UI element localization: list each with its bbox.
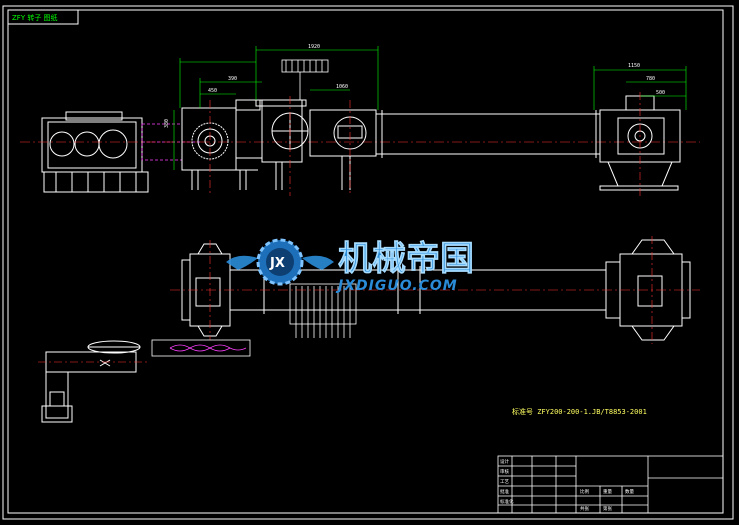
dim-1060: 1060: [336, 84, 348, 90]
tb-cell-3: 共张: [580, 505, 589, 512]
top-vertical-centerlines: [209, 92, 641, 196]
tb-cell-8: 批准: [500, 488, 509, 495]
gearbox-front-view: [41, 111, 149, 193]
spec-note: 标准号 ZFY200-200-1.JB/T8853-2001: [512, 407, 647, 416]
dim-500: 500: [656, 90, 665, 96]
watermark-wing-left: [226, 255, 258, 270]
inlet-manifold: [281, 59, 329, 100]
title-block: [497, 455, 724, 514]
dim-390: 390: [228, 76, 237, 82]
dim-450: 450: [208, 88, 217, 94]
corner-tag-frame: [7, 9, 79, 25]
shaft-detail: [151, 339, 251, 357]
tb-cell-9: 标准化: [500, 498, 514, 505]
dim-1150: 1150: [628, 63, 640, 69]
top-dimensions: [173, 46, 687, 170]
watermark-site: JXDIGUO.COM: [335, 278, 458, 294]
dim-1920: 1920: [308, 44, 320, 50]
tb-cell-2: 数量: [625, 488, 634, 495]
title-block-labels: 比例 重量 数量 共张 第张 设计 审核 工艺 批准 标准化: [500, 458, 634, 512]
conveyor-tube-top: [376, 110, 600, 158]
tb-cell-6: 审核: [500, 468, 509, 475]
sheet-outer-border: [2, 5, 734, 520]
watermark-logo: JX 机械帝国 JXDIGUO.COM: [226, 238, 474, 294]
plan-feeder-pipes: [289, 283, 357, 338]
corner-tag-text: ZFY 转子 图纸: [12, 13, 58, 22]
watermark-wing-right: [302, 255, 334, 270]
drive-side-view: [41, 340, 141, 423]
dim-780: 780: [646, 76, 655, 82]
drive-gear: [181, 107, 237, 190]
plan-vertical-centerlines: [209, 236, 653, 344]
rotor-housing: [235, 99, 377, 190]
tb-cell-1: 重量: [603, 488, 612, 495]
tb-cell-5: 设计: [500, 458, 509, 465]
tb-cell-0: 比例: [580, 488, 589, 495]
watermark-badge-letters: JX: [269, 256, 285, 271]
watermark-title: 机械帝国: [338, 239, 474, 279]
dim-380: 380: [164, 119, 170, 128]
sheet-inner-border: [7, 9, 724, 514]
tb-cell-7: 工艺: [500, 479, 509, 485]
tb-cell-4: 第张: [603, 505, 612, 512]
